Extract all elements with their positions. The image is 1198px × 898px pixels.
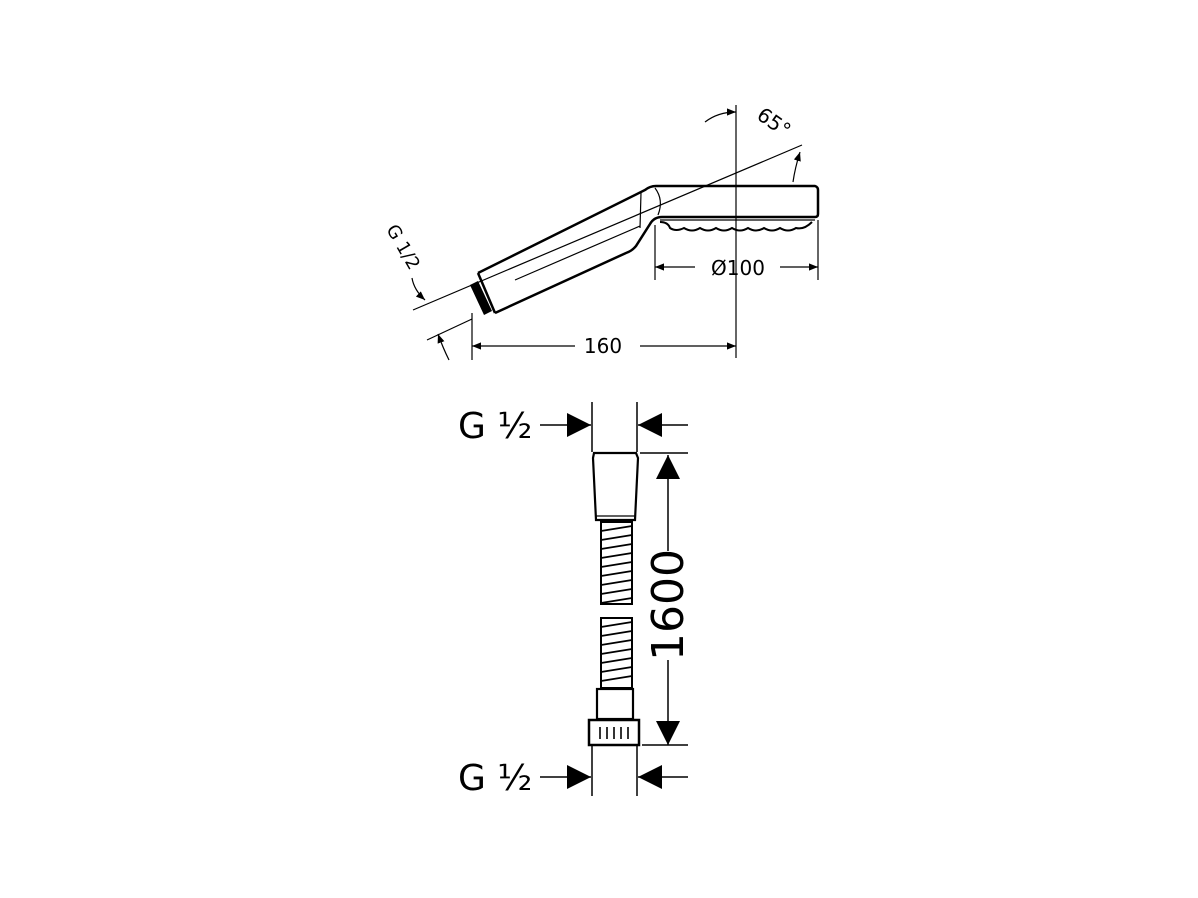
- hose-length-label: 1600: [643, 549, 694, 661]
- hose-coil-line: [600, 648, 633, 655]
- hose-coil-line: [600, 666, 633, 673]
- head-diameter-label: Ø100: [711, 256, 765, 280]
- hose-coil-line: [600, 675, 633, 682]
- angle-label: 65°: [753, 102, 796, 142]
- hose-coil-line: [600, 525, 633, 532]
- hose-coil-line: [600, 579, 633, 586]
- hose-coil-line: [600, 588, 633, 595]
- hose-coil-line: [600, 534, 633, 541]
- hose-coil-line: [600, 552, 633, 559]
- hose-coil-line: [600, 543, 633, 550]
- hose-dimensions: G ½ G ½ 1600: [458, 402, 694, 799]
- hose-coil-line: [600, 630, 633, 637]
- hand-shower-drawing: 160 Ø100 65° G 1/2: [382, 102, 820, 361]
- hose-coil-line: [600, 561, 633, 568]
- shower-hose-drawing: G ½ G ½ 1600: [458, 402, 694, 799]
- hand-shower-dimensions: 160 Ø100 65° G 1/2: [382, 102, 819, 361]
- hose-coil-line: [600, 621, 633, 628]
- handshower-length-label: 160: [584, 334, 622, 358]
- hose-coil-line: [600, 597, 633, 604]
- hose-coil-line: [600, 657, 633, 664]
- hose-outline: [587, 451, 641, 747]
- hose-bottom-thread-label: G ½: [458, 758, 532, 799]
- hose-coil-line: [600, 639, 633, 646]
- hose-coil-line: [600, 570, 633, 577]
- hose-top-thread-label: G ½: [458, 406, 532, 447]
- hand-shower-outline: [470, 184, 820, 315]
- handshower-thread-label: G 1/2: [382, 221, 425, 274]
